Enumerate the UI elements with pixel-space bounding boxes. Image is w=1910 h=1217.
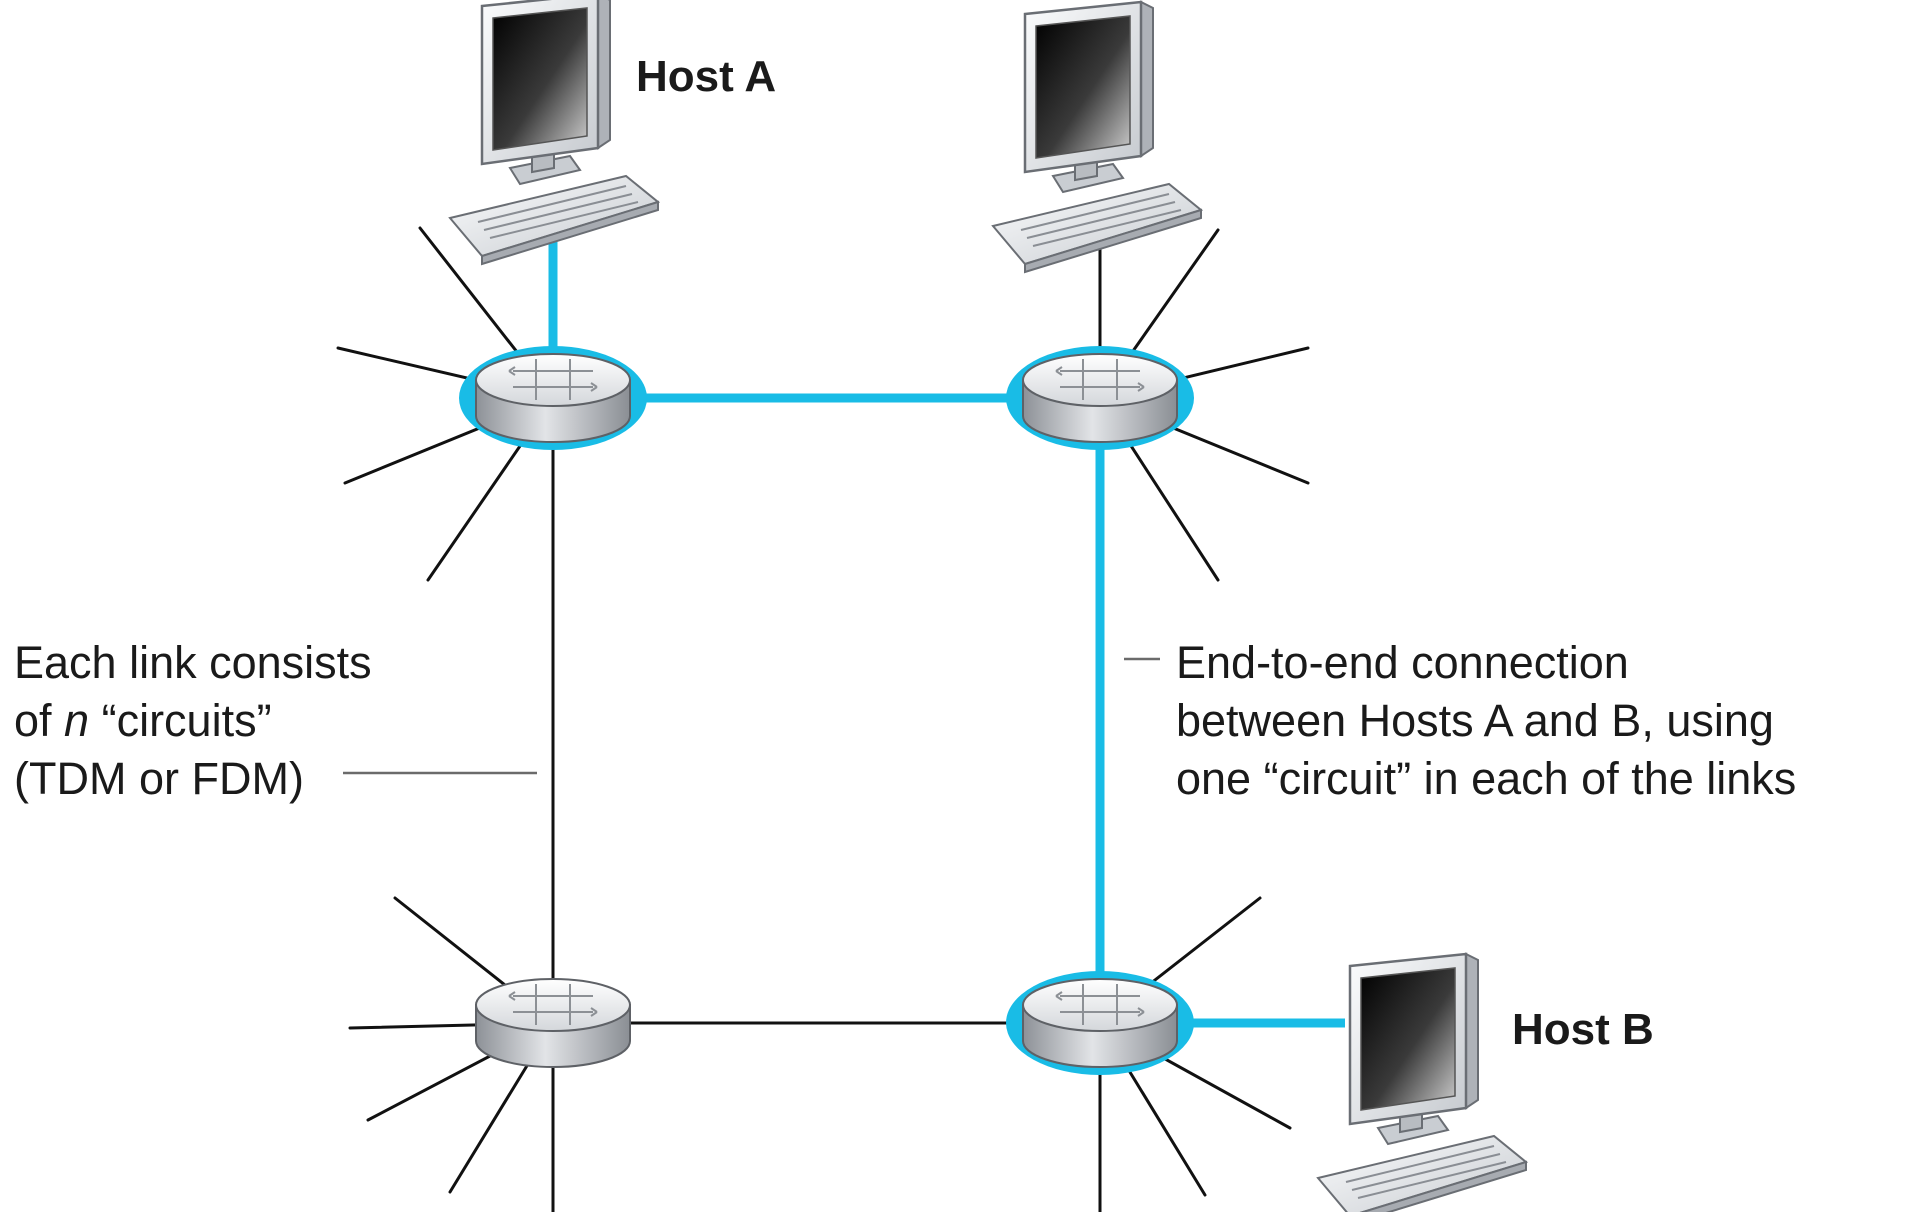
link-note-variable: n bbox=[64, 695, 90, 746]
switch-bottom-right bbox=[1022, 978, 1178, 1068]
host-a-label: Host A bbox=[636, 52, 777, 101]
link-circuits-note: Each link consists of n “circuits” (TDM … bbox=[14, 634, 372, 808]
link-note-line-3: (TDM or FDM) bbox=[14, 753, 304, 804]
switch-halos bbox=[459, 346, 1194, 1075]
switch-bottom-left bbox=[475, 978, 631, 1068]
link-note-prefix: of bbox=[14, 695, 65, 746]
host-a-computer-icon bbox=[448, 0, 660, 266]
end-to-end-connection-note: End-to-end connection between Hosts A an… bbox=[1176, 634, 1796, 808]
host-top-right-computer-icon bbox=[991, 0, 1203, 274]
annotation-leaders bbox=[343, 657, 1160, 775]
connection-note-line-1: End-to-end connection bbox=[1176, 637, 1629, 688]
connection-note-line-3: one “circuit” in each of the links bbox=[1176, 753, 1797, 804]
end-to-end-circuit-path bbox=[548, 222, 1345, 1028]
link-note-line-1: Each link consists bbox=[14, 637, 372, 688]
host-b-label: Host B bbox=[1512, 1005, 1654, 1054]
switch-top-right bbox=[1022, 353, 1178, 443]
link-note-suffix: “circuits” bbox=[89, 695, 272, 746]
connection-note-line-2: between Hosts A and B, using bbox=[1176, 695, 1774, 746]
link-note-line-2: of n “circuits” bbox=[14, 692, 372, 750]
switch-top-left bbox=[475, 353, 631, 443]
host-b-computer-icon bbox=[1316, 952, 1528, 1217]
